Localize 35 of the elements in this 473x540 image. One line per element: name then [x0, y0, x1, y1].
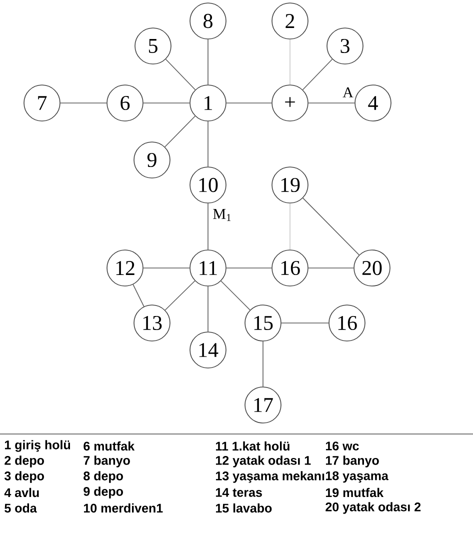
connector-line: [165, 58, 196, 90]
legend-entry: 17 banyo: [326, 456, 379, 468]
connector-line: [164, 116, 196, 148]
legend-entry: 6 mutfak: [84, 441, 135, 451]
legend-entry: 12 yatak odası 1: [216, 456, 311, 468]
legend-entry: 15 lavabo: [216, 503, 272, 513]
legend-entry: 18 yaşama: [326, 471, 388, 483]
legend-entry: 10 merdiven1: [84, 503, 163, 513]
legend-entry: 4 avlu: [4, 488, 39, 498]
legend-entry: 2 depo: [4, 456, 44, 468]
legend-entry: 9 depo: [84, 486, 123, 498]
edge-label: M$_{1}$: [212, 208, 232, 222]
legend-entry: 1 giriş holü: [4, 440, 70, 452]
connector-line: [60, 102, 107, 104]
connector-line: [281, 322, 329, 324]
connector-line: [308, 102, 355, 104]
legend-entry: 14 teras: [216, 488, 262, 497]
connector-line: [226, 102, 272, 104]
legend-entry: 3 depo: [4, 471, 44, 483]
connector-line: [164, 280, 196, 310]
connector-line: [262, 341, 264, 387]
legend-entry: 20 yatak odası 2: [326, 502, 421, 514]
legend-entry: 19 mutfak: [326, 488, 384, 498]
legend-entry: 7 banyo: [84, 456, 130, 468]
legend-entry: 8 depo: [84, 471, 123, 483]
connector-line: [143, 102, 190, 104]
edge-label: A: [342, 86, 354, 98]
connector-line: [302, 58, 333, 90]
legend-entry: 5 oda: [4, 503, 37, 513]
legend-entry: 16 wc: [326, 442, 359, 450]
connector-line: [220, 280, 250, 310]
legend-entry: 11 1.kat holü: [216, 441, 290, 451]
legend-entry: 13 yaşama mekanı: [216, 471, 324, 483]
connector-line: [302, 198, 360, 256]
connector-line: [132, 284, 144, 307]
